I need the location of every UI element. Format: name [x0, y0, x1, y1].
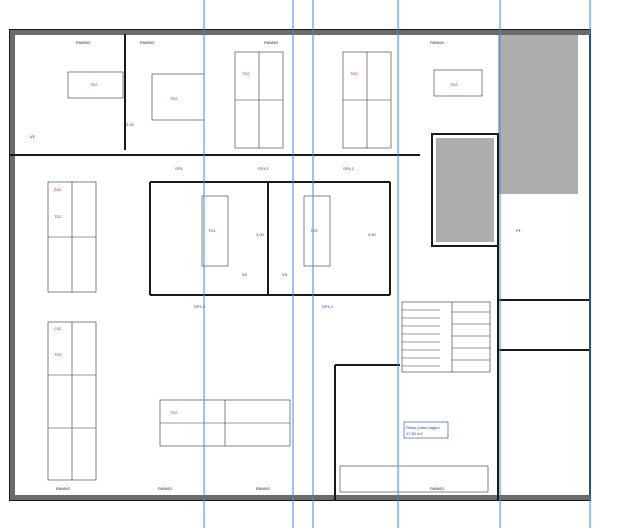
chair-label-1: C02: [54, 187, 62, 192]
room-tag-e: SP4.4: [322, 304, 334, 309]
desk-label-8: TD2: [450, 82, 458, 87]
marker-v1: V1: [30, 134, 36, 139]
desk-label-1: TD2: [90, 82, 98, 87]
desk-cluster-9: [339, 465, 489, 493]
marker-p1: P1: [516, 228, 522, 233]
area-note-value: 17.80 m2: [406, 431, 423, 436]
stair-outline: [401, 301, 491, 373]
stairs: [401, 301, 491, 373]
room-tag-a: SP4: [175, 166, 183, 171]
desks: [47, 51, 489, 493]
service-block: [431, 34, 578, 247]
window-label-2: PANNO: [140, 40, 154, 45]
hatched-zone-north: [498, 34, 578, 194]
desk-label-5: TD2: [54, 214, 62, 219]
window-label-5: PANNO: [56, 486, 70, 491]
window-label-1: PANNO: [76, 40, 90, 45]
window-label-3: PANNO: [264, 40, 278, 45]
grid-lines: [203, 0, 591, 528]
area-note-box: [403, 421, 449, 439]
north-wall-fill: [10, 30, 590, 35]
desk-label-2: TD2: [170, 96, 178, 101]
hatched-zone-core: [436, 138, 494, 242]
room-tag-c: SP4.2: [343, 166, 355, 171]
dimension-b: 3.00: [256, 232, 265, 237]
meeting-table-a: [201, 195, 229, 267]
window-label-6: PANNO: [158, 486, 172, 491]
room-tag-b: SP4.1: [258, 166, 270, 171]
room-tag-d: SP4.3: [194, 304, 206, 309]
desk-label-6: TD2: [54, 352, 62, 357]
chair-label-2: C02: [54, 326, 62, 331]
desk-cluster-1: [67, 71, 124, 99]
dimension-c: 4.50: [368, 232, 377, 237]
window-label-4: PANNO: [430, 40, 444, 45]
desk-label-7: TD2: [170, 410, 178, 415]
meeting-label-a: TD4: [208, 228, 216, 233]
area-note-label: Piano primo bagno: [406, 425, 440, 430]
desk-cluster-8: [433, 69, 483, 97]
west-wall-fill: [10, 30, 15, 500]
south-wall-fill: [10, 495, 590, 500]
marker-v3: V3: [282, 272, 288, 277]
desk-label-4: TD2: [350, 71, 358, 76]
dimension-a: 2.00: [126, 122, 135, 127]
desk-cluster-2: [151, 73, 205, 121]
core-outline: [431, 133, 499, 247]
window-label-7: PANNO: [256, 486, 270, 491]
annotations: PANNO PANNO PANNO PANNO PANNO PANNO PANN…: [30, 40, 522, 491]
partitions: [10, 34, 590, 500]
window-label-8: PANNO: [430, 486, 444, 491]
meeting-table-b: [303, 195, 331, 267]
desk-label-3: TD2: [242, 71, 250, 76]
meeting-label-b: TD5: [310, 228, 318, 233]
marker-v2: V2: [242, 272, 248, 277]
